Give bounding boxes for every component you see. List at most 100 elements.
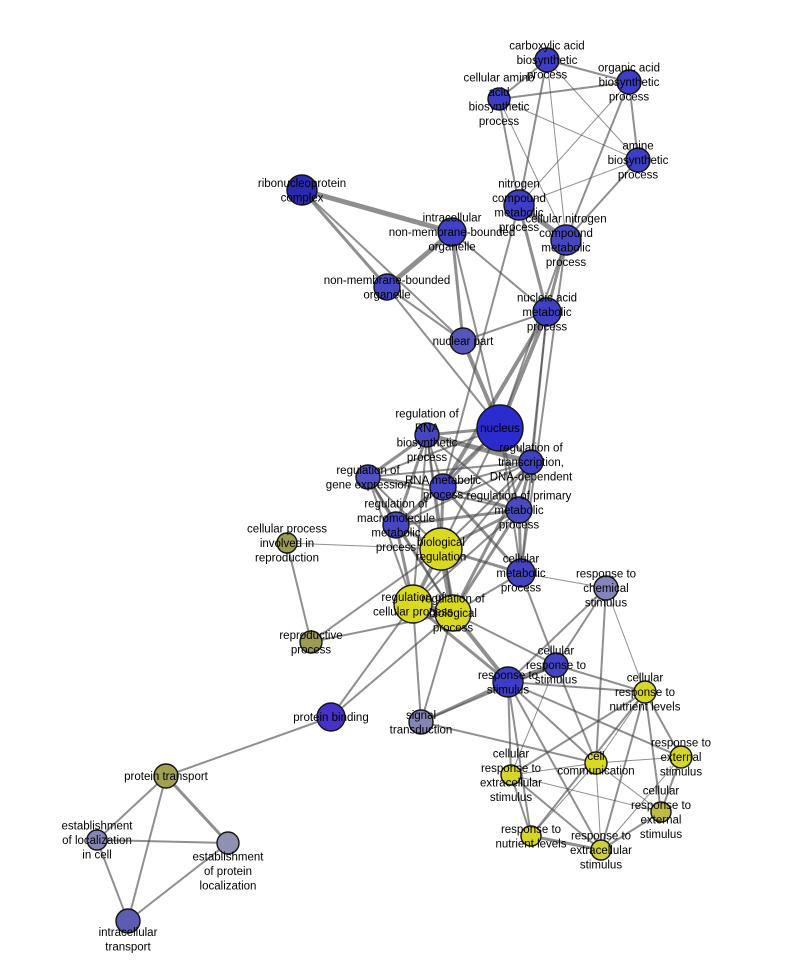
node-cellular-response-to-nutrient-levels[interactable] xyxy=(633,680,657,704)
edge-carboxylic-acid-biosynthetic-process--nitrogen-compound-metabolic-process xyxy=(518,59,548,206)
edge-cellular-response-to-external-stimulus--response-to-extracellular-stimulus xyxy=(600,811,662,851)
edge-intracellular-non-membrane-bounded-organelle--nucleic-acid-metabolic-process xyxy=(451,231,548,313)
edge-response-to-stimulus--cellular-response-to-nutrient-levels xyxy=(507,681,646,693)
edge-cellular-amino-acid-biosynthetic-process--amine-biosynthetic-process xyxy=(498,98,639,161)
edge-amine-biosynthetic-process--nitrogen-compound-metabolic-process xyxy=(518,159,639,206)
edge-establishment-of-protein-localization--intracellular-transport xyxy=(127,842,229,922)
edge-ribonucleoprotein-complex--nuclear-part xyxy=(301,189,464,342)
node-cellular-process-involved-in-reproduction[interactable] xyxy=(276,532,298,554)
edge-cell-communication--response-to-extracellular-stimulus xyxy=(595,762,602,851)
edge-response-to-stimulus--response-to-nutrient-levels xyxy=(507,681,532,837)
edge-cellular-response-to-nutrient-levels--response-to-extracellular-stimulus xyxy=(600,691,646,851)
edge-cell-communication--cellular-response-to-extracellular-stimulus xyxy=(510,762,597,776)
node-ribonucleoprotein-complex[interactable] xyxy=(286,174,318,206)
node-regulation-of-macromolecule-metabolic-process[interactable] xyxy=(382,511,410,539)
edge-regulation-of-biological-process--signal-transduction xyxy=(420,612,454,723)
edge-cellular-response-to-extracellular-stimulus--cellular-response-to-external-stimulus xyxy=(510,774,662,813)
node-regulation-of-gene-expression[interactable] xyxy=(355,464,381,490)
edge-cell-communication--cellular-response-to-external-stimulus xyxy=(595,762,662,813)
edge-regulation-of-transcription-dna-dependent--rna-metabolic-process xyxy=(442,461,532,488)
edge-biological-regulation--reproductive-process xyxy=(310,548,442,643)
node-signal-transduction[interactable] xyxy=(408,709,434,735)
edge-organic-acid-biosynthetic-process--cellular-nitrogen-compound-metabolic-process xyxy=(565,81,630,241)
edge-nuclear-part--nucleic-acid-metabolic-process xyxy=(462,311,548,342)
edge-non-membrane-bounded-organelle--nucleus xyxy=(386,286,501,429)
edge-regulation-of-transcription-dna-dependent--regulation-of-biological-process xyxy=(451,460,533,615)
node-amine-biosynthetic-process[interactable] xyxy=(625,147,651,173)
node-response-to-extracellular-stimulus[interactable] xyxy=(590,839,612,861)
edge-regulation-of-gene-expression--regulation-of-cellular-process xyxy=(367,476,414,605)
node-response-to-stimulus[interactable] xyxy=(492,666,524,698)
edge-biological-regulation--cellular-process-involved-in-reproduction xyxy=(286,542,442,550)
edge-nitrogen-compound-metabolic-process--nucleic-acid-metabolic-process xyxy=(517,203,549,314)
node-nucleic-acid-metabolic-process[interactable] xyxy=(532,297,562,327)
edge-layer xyxy=(96,59,682,922)
node-nucleus[interactable] xyxy=(476,404,524,452)
node-response-to-external-stimulus[interactable] xyxy=(669,745,693,769)
edge-ribonucleoprotein-complex--intracellular-non-membrane-bounded-organelle xyxy=(299,187,455,235)
node-rna-metabolic-process[interactable] xyxy=(429,473,457,501)
node-regulation-of-transcription-dna-dependent[interactable] xyxy=(518,449,544,475)
node-non-membrane-bounded-organelle[interactable] xyxy=(373,273,401,301)
node-regulation-of-rna-biosynthetic-process[interactable] xyxy=(414,422,440,448)
edge-carboxylic-acid-biosynthetic-process--amine-biosynthetic-process xyxy=(546,59,639,161)
edge-regulation-of-biological-process--reproductive-process xyxy=(310,612,454,643)
edge-intracellular-non-membrane-bounded-organelle--nuclear-part xyxy=(450,230,465,343)
node-regulation-of-biological-process[interactable] xyxy=(434,594,472,632)
edge-amine-biosynthetic-process--cellular-nitrogen-compound-metabolic-process xyxy=(565,159,639,241)
node-regulation-of-primary-metabolic-process[interactable] xyxy=(505,496,533,524)
edge-cellular-amino-acid-biosynthetic-process--nitrogen-compound-metabolic-process xyxy=(498,98,520,206)
node-cellular-response-to-extracellular-stimulus[interactable] xyxy=(500,764,522,786)
node-cellular-nitrogen-compound-metabolic-process[interactable] xyxy=(550,224,582,256)
node-nuclear-part[interactable] xyxy=(449,327,477,355)
edge-non-membrane-bounded-organelle--nuclear-part xyxy=(386,286,464,342)
node-response-to-nutrient-levels[interactable] xyxy=(520,825,542,847)
edge-cellular-response-to-stimulus--cellular-response-to-nutrient-levels xyxy=(555,664,646,693)
edge-protein-transport--intracellular-transport xyxy=(127,775,167,922)
edge-response-to-external-stimulus--response-to-extracellular-stimulus xyxy=(600,756,682,851)
node-cellular-amino-acid-biosynthetic-process[interactable] xyxy=(487,87,511,111)
node-establishment-of-protein-localization[interactable] xyxy=(216,831,240,855)
edge-response-to-stimulus--signal-transduction xyxy=(419,680,510,724)
edge-regulation-of-rna-biosynthetic-process--regulation-of-primary-metabolic-process xyxy=(426,434,520,511)
edge-cellular-response-to-extracellular-stimulus--response-to-extracellular-stimulus xyxy=(510,774,602,851)
node-intracellular-transport[interactable] xyxy=(115,908,141,934)
edge-cellular-amino-acid-biosynthetic-process--cellular-nitrogen-compound-metabolic-process xyxy=(498,98,567,241)
edge-carboxylic-acid-biosynthetic-process--organic-acid-biosynthetic-process xyxy=(546,59,630,83)
edge-cell-communication--signal-transduction xyxy=(420,721,597,764)
edge-cellular-metabolic-process--cellular-response-to-stimulus xyxy=(520,572,557,666)
edge-protein-transport--establishment-of-localization-in-cell xyxy=(96,775,167,841)
edge-cellular-process-involved-in-reproduction--reproductive-process xyxy=(286,542,312,643)
edge-protein-binding--protein-transport xyxy=(165,716,332,777)
edge-response-to-chemical-stimulus--cell-communication xyxy=(595,587,607,764)
edge-regulation-of-rna-biosynthetic-process--regulation-of-cellular-process xyxy=(412,434,428,605)
edge-organic-acid-biosynthetic-process--cellular-amino-acid-biosynthetic-process xyxy=(498,81,630,100)
node-cellular-metabolic-process[interactable] xyxy=(506,558,536,588)
node-establishment-of-localization-in-cell[interactable] xyxy=(86,829,108,851)
node-carboxylic-acid-biosynthetic-process[interactable] xyxy=(534,47,560,73)
node-regulation-of-cellular-process[interactable] xyxy=(393,584,433,624)
edge-cellular-response-to-nutrient-levels--cellular-response-to-extracellular-stimulus xyxy=(510,691,646,776)
node-cellular-response-to-stimulus[interactable] xyxy=(543,652,569,678)
node-response-to-chemical-stimulus[interactable] xyxy=(593,575,619,601)
node-biological-regulation[interactable] xyxy=(419,527,463,571)
node-nitrogen-compound-metabolic-process[interactable] xyxy=(503,189,535,221)
edge-establishment-of-localization-in-cell--establishment-of-protein-localization xyxy=(96,839,229,844)
node-intracellular-non-membrane-bounded-organelle[interactable] xyxy=(437,217,467,247)
node-cellular-response-to-external-stimulus[interactable] xyxy=(650,801,672,823)
edge-cellular-response-to-nutrient-levels--cellular-response-to-external-stimulus xyxy=(644,691,662,813)
edge-response-to-chemical-stimulus--cellular-response-to-nutrient-levels xyxy=(605,587,646,693)
node-protein-binding[interactable] xyxy=(316,702,346,732)
node-protein-transport[interactable] xyxy=(153,763,179,789)
node-reproductive-process[interactable] xyxy=(299,630,323,654)
edge-regulation-of-biological-process--protein-binding xyxy=(330,612,454,718)
edge-nucleic-acid-metabolic-process--rna-metabolic-process xyxy=(441,310,549,489)
node-organic-acid-biosynthetic-process[interactable] xyxy=(616,69,642,95)
edge-response-to-chemical-stimulus--cellular-response-to-stimulus xyxy=(555,587,607,666)
edge-cellular-response-to-nutrient-levels--response-to-external-stimulus xyxy=(644,691,682,758)
node-cell-communication[interactable] xyxy=(584,751,608,775)
